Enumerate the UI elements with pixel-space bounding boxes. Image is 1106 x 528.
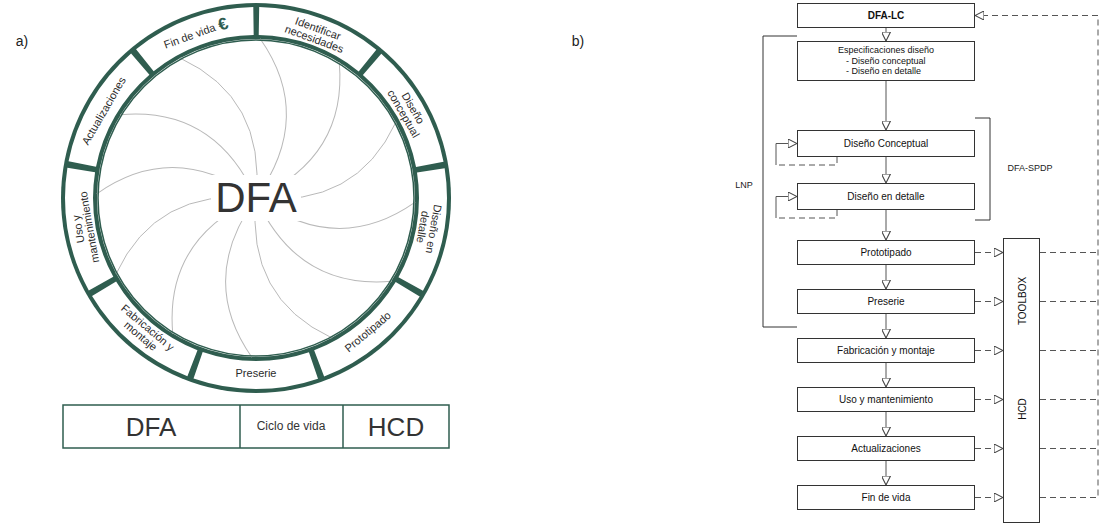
process-box: Diseño Conceptual: [797, 130, 975, 157]
label: a): [16, 34, 28, 49]
connector: [975, 448, 1003, 449]
box-label: Fin de vida: [862, 492, 911, 504]
center-circle: DFA: [97, 39, 415, 357]
segment-label: Actualizaciones: [81, 75, 129, 147]
box-label: Diseño en detalle: [847, 191, 924, 203]
segment-label: Preserie: [236, 368, 277, 379]
connector: [975, 252, 1003, 253]
box-label: Uso y mantenimiento: [839, 394, 933, 406]
vertical-label: TOOLBOX: [1016, 277, 1027, 325]
ring-segment: Uso y mantenimiento: [66, 185, 102, 272]
segment-label: Identificar necesidades: [273, 9, 359, 58]
box-label: Fabricación y montaje: [837, 345, 935, 357]
box-label: Actualizaciones: [851, 443, 920, 455]
ring-segment: Diseño en detalle: [410, 185, 446, 272]
list-item: - Diseño en detalle: [846, 66, 921, 77]
ring-segment: Actualizaciones: [79, 71, 131, 149]
process-box: Especificaciones diseño- Diseño conceptu…: [797, 41, 975, 81]
dashed-line: [1040, 448, 1098, 449]
center-title: DFA: [211, 175, 301, 221]
box-label: DFA-LC: [868, 10, 905, 22]
label: HCD: [368, 413, 424, 442]
process-box: Fabricación y montaje: [797, 338, 975, 363]
box-label: Prototipado: [860, 247, 911, 259]
segment-label: Diseño conceptual: [377, 69, 438, 153]
dashed-line: [1040, 301, 1098, 302]
currency-symbol: €: [216, 14, 231, 33]
connector: [886, 210, 887, 240]
bracket: [975, 118, 990, 220]
connector: [886, 81, 887, 130]
ring-segment: Fin de vida€: [154, 11, 239, 56]
list-item: - Diseño conceptual: [846, 56, 926, 67]
segment-label: Uso y mantenimiento: [66, 185, 102, 272]
connector: [886, 314, 887, 338]
label: DFA-SPDP: [1007, 164, 1052, 174]
process-box: Uso y mantenimiento: [797, 387, 975, 412]
box-label: Especificaciones diseño: [838, 45, 934, 56]
connector: [886, 28, 887, 41]
ring-segment: Identificar necesidades: [273, 9, 359, 58]
connector: [975, 350, 1003, 351]
connector: [975, 399, 1003, 400]
dashed-line: [1040, 399, 1098, 400]
ring-segment: Preserie: [214, 368, 298, 379]
connector: [975, 301, 1003, 302]
label: LNP: [735, 181, 753, 191]
box-label: Preserie: [867, 296, 904, 308]
life-cycle-ring: [61, 3, 451, 393]
connector: [886, 412, 887, 436]
ring-segments: [79, 21, 433, 375]
legend-table: [63, 405, 449, 448]
connector: [886, 363, 887, 387]
ring-segment: Prototipado: [333, 301, 404, 363]
connector: [886, 265, 887, 289]
spiral-lines: [97, 39, 415, 357]
vertical-label: HCD: [1016, 398, 1027, 420]
process-box: DFA-LC: [797, 3, 975, 28]
connector: [975, 497, 1003, 498]
ring-segment: Diseño conceptual: [377, 69, 438, 153]
process-box: Prototipado: [797, 240, 975, 265]
process-box: Fin de vida: [797, 485, 975, 510]
label: DFA: [126, 413, 177, 442]
bracket: [763, 36, 797, 327]
segment-label: Prototipado: [343, 310, 393, 355]
process-box: Preserie: [797, 289, 975, 314]
inner-disc: [97, 39, 415, 357]
process-box: Actualizaciones: [797, 436, 975, 461]
segment-label: Fin de vida: [163, 21, 217, 50]
dashed-line: [1040, 350, 1098, 351]
connector: [886, 157, 887, 183]
dashed-line: [1040, 252, 1098, 253]
connector: [886, 461, 887, 485]
label: b): [572, 34, 584, 49]
label: Ciclo de vida: [256, 420, 326, 433]
box-label: Diseño Conceptual: [844, 138, 929, 150]
segment-label: Diseño en detalle: [410, 185, 446, 272]
toolbox-bar: TOOLBOX HCD: [1003, 238, 1040, 523]
process-box: Diseño en detalle: [797, 183, 975, 210]
